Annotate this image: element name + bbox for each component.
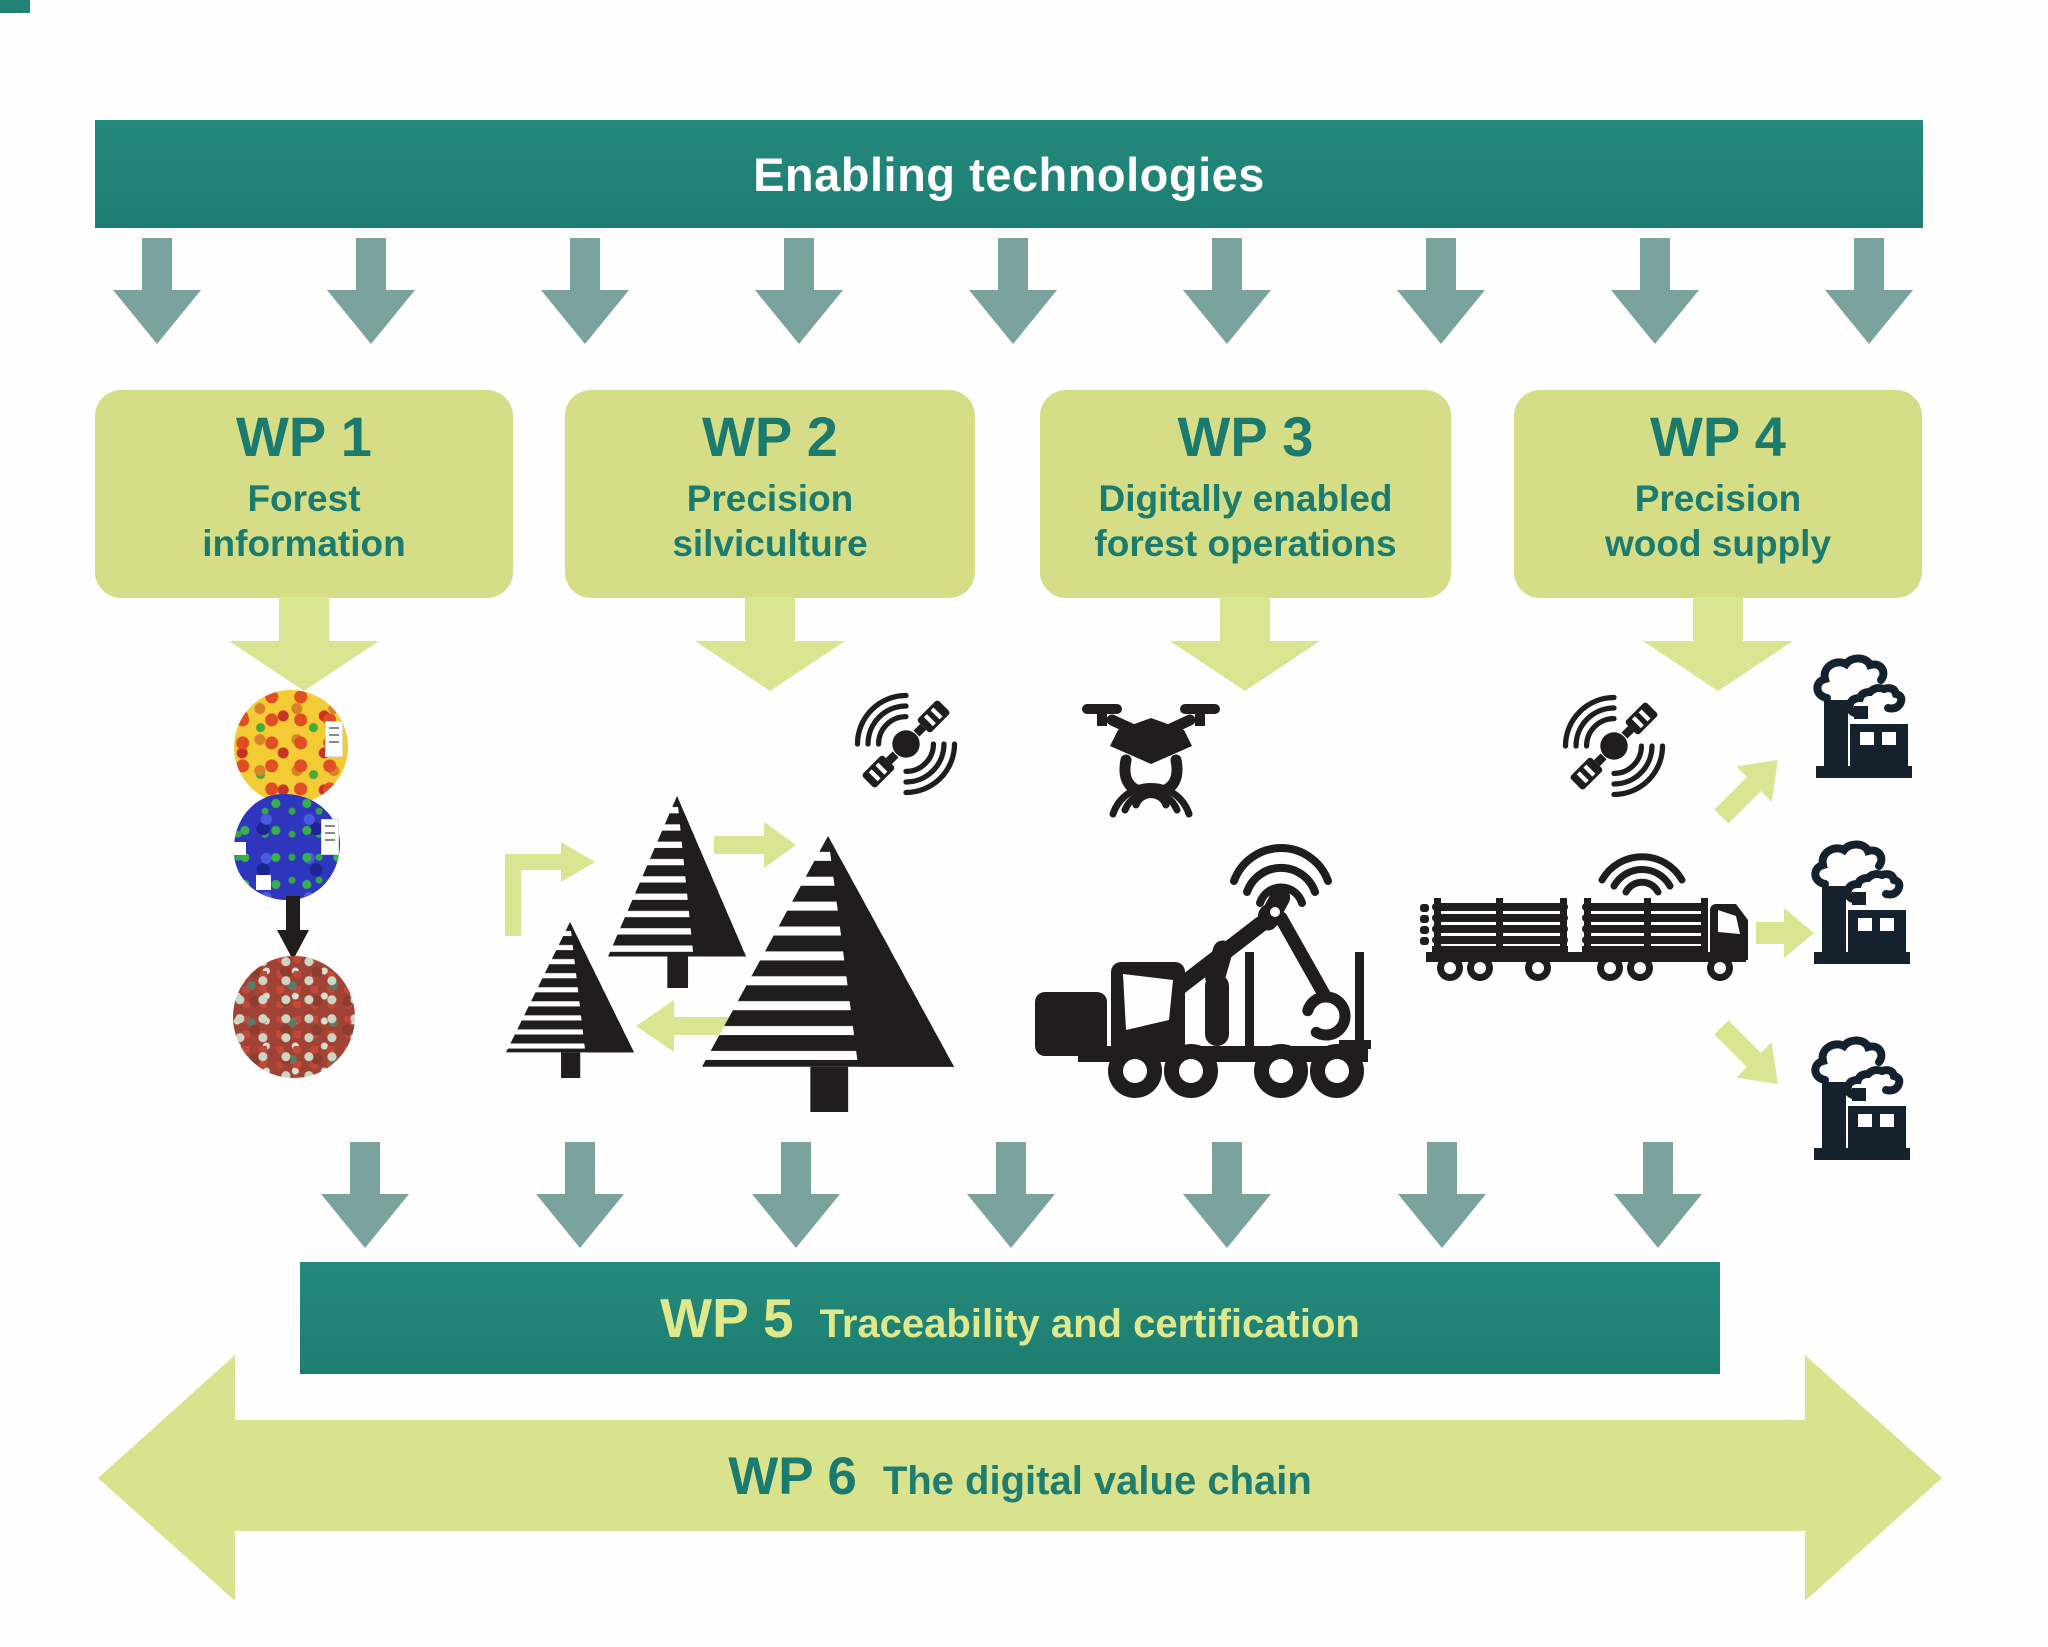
- drone-icon: [1082, 704, 1220, 818]
- wp3-box: WP 3 Digitally enabled forest operations: [1040, 390, 1451, 598]
- wp2-box: WP 2 Precision silviculture: [565, 390, 975, 598]
- wp6-text: WP 6 The digital value chain: [95, 1446, 1945, 1507]
- gps-satellite-icon: [1562, 694, 1666, 798]
- down-arrow-icon: [327, 238, 415, 344]
- forest-harvester-icon: [1035, 844, 1371, 1098]
- wp6-title: The digital value chain: [882, 1459, 1312, 1503]
- down-arrow-icon: [1183, 1142, 1271, 1248]
- striped-tree-small-icon: [506, 922, 634, 1078]
- down-arrow-icon: [752, 1142, 840, 1248]
- cycle-right-arrow-icon: [714, 822, 796, 868]
- wifi-signal-icon: [1598, 853, 1686, 896]
- wp2-subtitle: Precision silviculture: [672, 477, 868, 564]
- wp1-box: WP 1 Forest information: [95, 390, 513, 598]
- supply-arrow-right-icon: [1756, 908, 1814, 958]
- down-arrow-icon: [1397, 238, 1485, 344]
- forest-heatmap-map-circle: [234, 690, 348, 804]
- map-legend: [322, 820, 338, 854]
- wp6-label: WP 6: [728, 1447, 857, 1506]
- down-arrow-icon: [967, 1142, 1055, 1248]
- wp3-down-arrow-icon: [1170, 597, 1320, 691]
- down-arrow-icon: [1183, 238, 1271, 344]
- supply-arrow-up-right-icon: [1714, 760, 1778, 824]
- timber-truck-icon: [1420, 898, 1748, 981]
- enabling-technologies-banner: Enabling technologies: [95, 120, 1923, 228]
- down-arrow-icon: [113, 238, 201, 344]
- wp3-title: WP 3: [1177, 405, 1314, 468]
- down-arrow-icon: [1614, 1142, 1702, 1248]
- down-arrow-icon: [536, 1142, 624, 1248]
- wp3-subtitle: Digitally enabled forest operations: [1094, 477, 1397, 564]
- wp4-down-arrow-icon: [1643, 597, 1793, 691]
- black-down-arrow-icon: [277, 896, 309, 960]
- wp5-banner: WP 5 Traceability and certification: [300, 1262, 1720, 1374]
- down-arrow-icon: [1398, 1142, 1486, 1248]
- wp1-subtitle: Forest information: [202, 477, 406, 564]
- soil-moisture-map-circle: [230, 794, 340, 900]
- wp5-title: Traceability and certification: [819, 1302, 1360, 1346]
- down-arrow-icon: [321, 1142, 409, 1248]
- aerial-forest-photo-circle: [233, 956, 355, 1078]
- wp2-title: WP 2: [702, 405, 838, 468]
- down-arrow-icon: [755, 238, 843, 344]
- wp1-down-arrow-icon: [229, 597, 379, 691]
- gps-satellite-icon: [854, 692, 958, 796]
- wp2-down-arrow-icon: [695, 597, 845, 691]
- wp5-label: WP 5: [660, 1287, 794, 1349]
- striped-tree-medium-icon: [608, 796, 746, 988]
- down-arrow-icon: [1611, 238, 1699, 344]
- wp1-title: WP 1: [236, 405, 372, 468]
- wp4-subtitle: Precision wood supply: [1604, 477, 1832, 564]
- factory-icon: [1813, 654, 1912, 778]
- striped-tree-large-icon: [702, 836, 954, 1112]
- wp6-double-arrow: [98, 1355, 1942, 1601]
- down-arrow-icon: [969, 238, 1057, 344]
- cycle-up-right-arrow-icon: [505, 842, 595, 936]
- down-arrow-icon: [541, 238, 629, 344]
- factory-icon: [1811, 840, 1910, 964]
- wp4-box: WP 4 Precision wood supply: [1514, 390, 1922, 598]
- cycle-left-arrow-icon: [636, 1000, 732, 1052]
- factory-icon: [1811, 1036, 1910, 1160]
- down-arrow-icon: [1825, 238, 1913, 344]
- banner-title: Enabling technologies: [753, 147, 1265, 201]
- supply-arrow-down-right-icon: [1714, 1020, 1778, 1084]
- corner-fragment: [0, 0, 30, 13]
- wp4-title: WP 4: [1650, 405, 1786, 468]
- map-legend: [326, 722, 342, 756]
